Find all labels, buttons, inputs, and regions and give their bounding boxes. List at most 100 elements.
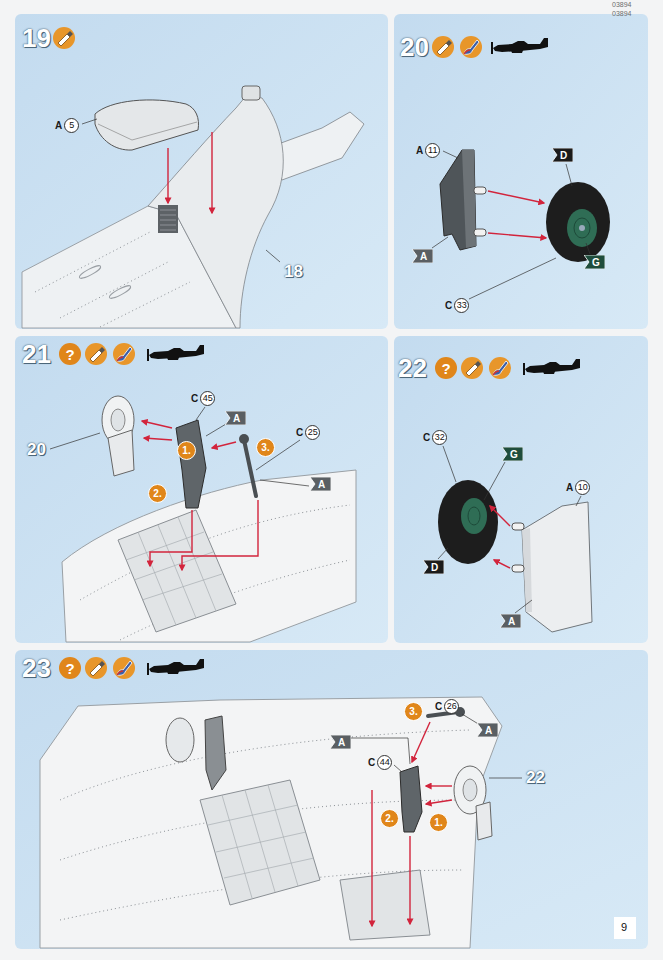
- order-badge: 2.: [148, 484, 167, 503]
- page-number: 9: [621, 921, 627, 933]
- part-callout: C32: [423, 430, 447, 445]
- step-panel: 19A5: [15, 14, 388, 329]
- wheel-drawing: [512, 565, 524, 572]
- part-callout: A11: [416, 143, 440, 158]
- step-number: 22: [398, 353, 427, 383]
- step-panel-ground: [15, 14, 648, 949]
- wheel-drawing: [579, 225, 585, 231]
- wing-drawing: [144, 438, 172, 440]
- wheel-drawing: [567, 209, 597, 247]
- wing-drawing: [426, 785, 452, 786]
- wheel-drawing: [432, 151, 590, 299]
- color-code: A: [338, 737, 345, 748]
- color-flag: D: [423, 560, 443, 574]
- badge-text: 1.: [182, 445, 190, 456]
- color-flag: A: [330, 735, 350, 749]
- wheel-drawing: [574, 218, 590, 238]
- header-icon: [461, 357, 483, 379]
- fuselage-drawing: [98, 122, 197, 140]
- wheel-drawing: [488, 233, 546, 238]
- badge-text: 3.: [261, 442, 269, 453]
- wing-drawing: [340, 870, 430, 940]
- part-number: 32: [432, 430, 447, 445]
- step-panel-ground: [15, 336, 388, 643]
- flag-shape: [500, 614, 521, 628]
- subassembly-number: 18: [284, 263, 303, 282]
- color-code: A: [508, 616, 515, 627]
- color-code: D: [431, 562, 438, 573]
- flag-shape: [584, 255, 605, 269]
- flag-shape: [552, 148, 573, 162]
- fuselage-drawing: [95, 100, 199, 150]
- color-flag: A: [412, 249, 432, 263]
- part-number: 45: [200, 391, 215, 406]
- step-panel: 20A11DAGC33: [394, 14, 648, 329]
- step-number: 20: [400, 32, 429, 62]
- wheel-drawing: [488, 191, 544, 203]
- header-icon: [432, 36, 454, 58]
- part-sprue-letter: C: [445, 300, 452, 311]
- step-number: 19: [22, 23, 51, 53]
- subassembly-number: 20: [27, 441, 46, 460]
- part-sprue-letter: C: [296, 427, 303, 438]
- part-callout: C25: [296, 425, 320, 440]
- wing-drawing: [426, 800, 452, 804]
- flag-shape: [423, 560, 444, 574]
- step-panel: 21?C45AC251.3.A2.: [15, 336, 388, 643]
- wheel-drawing: [546, 182, 610, 262]
- flag-shape: [310, 477, 331, 491]
- wing-drawing: [351, 714, 522, 778]
- order-badge: 1.: [177, 441, 196, 460]
- wheel-drawing: [438, 446, 592, 632]
- part-callout: A5: [55, 118, 79, 133]
- wing-drawing: [80, 505, 350, 640]
- subassembly-number: 22: [526, 769, 545, 788]
- wing-drawing: [371, 790, 372, 926]
- part-sprue-letter: A: [55, 120, 62, 131]
- wheel-drawing: [522, 502, 592, 632]
- header-icon: [491, 38, 548, 54]
- fuselage-drawing: [167, 148, 168, 203]
- part-callout: A10: [566, 480, 590, 495]
- wing-drawing: [62, 470, 356, 642]
- wheel-drawing: [461, 498, 487, 534]
- part-number: 5: [64, 118, 79, 133]
- fuselage-drawing: [108, 284, 132, 301]
- wing-drawing: [108, 430, 134, 476]
- wing-drawing: [176, 420, 206, 508]
- part-callout: C45: [191, 391, 215, 406]
- wing-drawing: [111, 409, 125, 431]
- wing-drawing: [208, 785, 314, 898]
- wing-drawing: [476, 802, 492, 840]
- color-flag: D: [552, 148, 572, 162]
- color-flag: A: [310, 477, 330, 491]
- part-sprue-letter: C: [435, 701, 442, 712]
- step-panel-ground: [394, 336, 648, 643]
- step-panel-ground: [614, 917, 636, 939]
- wing-drawing: [409, 836, 410, 924]
- step-number: 23: [22, 653, 51, 683]
- part-sprue-letter: C: [191, 393, 198, 404]
- color-flag: A: [500, 614, 520, 628]
- step-number: 21: [22, 339, 51, 369]
- fuselage-drawing: [35, 232, 190, 327]
- header-icon: [147, 659, 204, 675]
- step-panel-ground: [394, 14, 648, 329]
- part-number: 11: [425, 143, 440, 158]
- wing-drawing: [50, 396, 356, 642]
- wing-drawing: [50, 407, 309, 486]
- wheel-drawing: [474, 187, 486, 194]
- step-panel-ground: [15, 14, 388, 329]
- header-icon: [85, 657, 107, 679]
- header-icon: [489, 357, 511, 379]
- color-flag: A: [477, 723, 497, 737]
- page-code: 03894: [612, 1, 631, 9]
- badge-text: ?: [65, 346, 74, 363]
- wing-drawing: [40, 697, 502, 948]
- flag-shape: [330, 735, 351, 749]
- wing-drawing: [118, 510, 236, 632]
- wheel-drawing: [490, 506, 510, 526]
- wheel-drawing: [494, 560, 510, 568]
- header-icon: [85, 343, 107, 365]
